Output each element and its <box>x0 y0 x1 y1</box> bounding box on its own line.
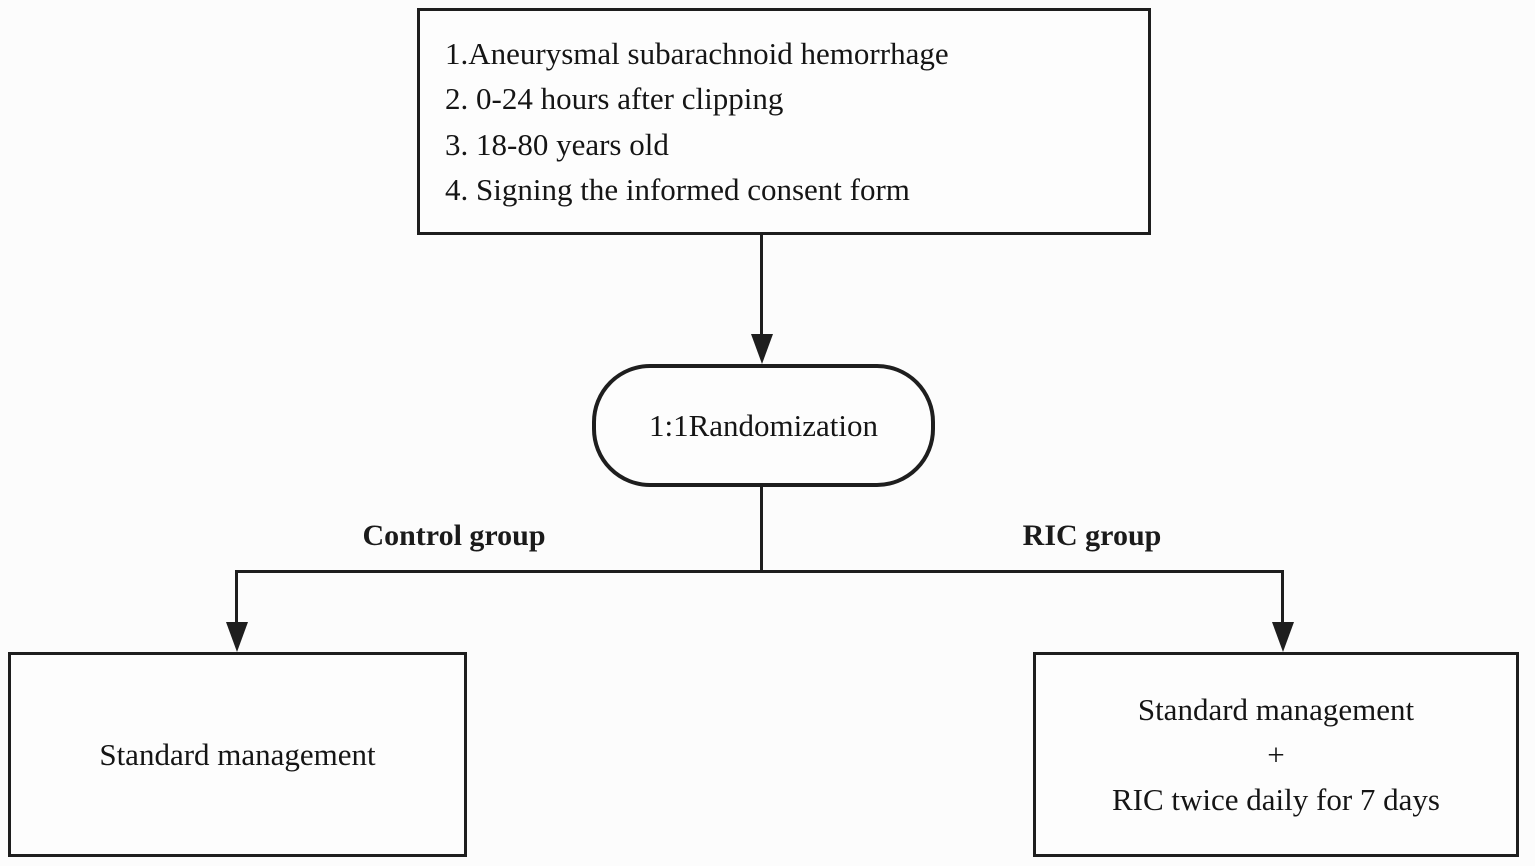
inclusion-criteria-box: 1.Aneurysmal subarachnoid hemorrhage 2. … <box>417 8 1151 235</box>
ric-box-line-3: RIC twice daily for 7 days <box>1111 782 1440 817</box>
randomization-label: 1:1Randomization <box>648 407 879 443</box>
criteria-line-3: 3. 18-80 years old <box>445 126 669 162</box>
control-group-box: Standard management <box>8 652 467 857</box>
criteria-line-4: 4. Signing the informed consent form <box>445 172 910 207</box>
arrow-down-icon <box>751 334 773 364</box>
connector-left-branch <box>235 570 238 625</box>
branch-horizontal-line <box>235 570 1284 573</box>
ric-box-line-2: + <box>1267 737 1285 772</box>
arrow-down-icon <box>226 622 248 652</box>
criteria-line-1: 1.Aneurysmal subarachnoid hemorrhage <box>445 35 949 71</box>
randomization-box: 1:1Randomization <box>592 364 935 487</box>
connector-criteria-to-randomization <box>760 234 763 337</box>
criteria-line-2: 2. 0-24 hours after clipping <box>445 81 784 116</box>
connector-right-branch <box>1281 570 1284 625</box>
ric-group-label: RIC group <box>1022 519 1162 552</box>
control-box-line-1: Standard management <box>99 737 376 772</box>
connector-randomization-stem <box>760 486 763 573</box>
control-group-label: Control group <box>362 519 546 552</box>
arrow-down-icon <box>1272 622 1294 652</box>
ric-group-box: Standard management + RIC twice daily fo… <box>1033 652 1519 857</box>
ric-box-line-1: Standard management <box>1137 692 1415 727</box>
